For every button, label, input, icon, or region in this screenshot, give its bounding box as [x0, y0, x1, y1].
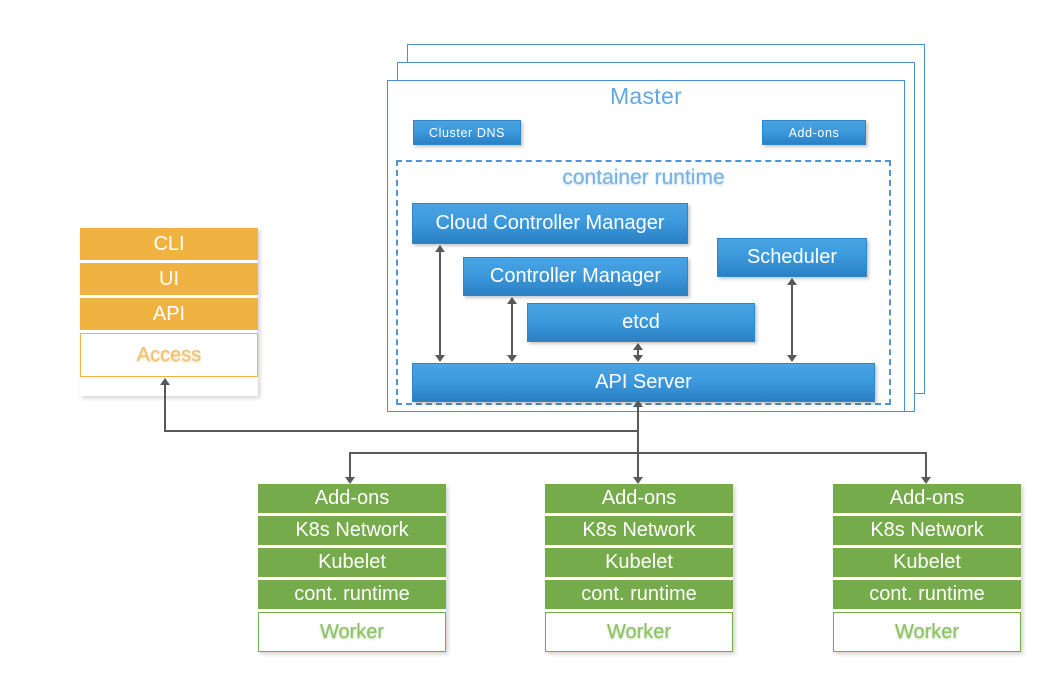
- worker-1-layer-k8s-network[interactable]: K8s Network: [258, 516, 446, 545]
- connector-access-to-apiserver: [164, 430, 639, 432]
- scheduler-box[interactable]: Scheduler: [717, 238, 867, 277]
- arrow-ccm-apiserver-head-down: [435, 355, 445, 362]
- arrow-worker2-head-down: [633, 477, 643, 484]
- container-runtime-region: [396, 160, 891, 405]
- arrow-cm-apiserver-head-down: [507, 355, 517, 362]
- arrow-access-head-up: [160, 378, 170, 385]
- arrow-access-trunk: [164, 385, 166, 431]
- arrow-scheduler-apiserver-head-up: [787, 278, 797, 285]
- worker-1-footer: Worker: [258, 612, 446, 652]
- connector-worker-bus: [350, 452, 927, 454]
- worker-3-layer-k8s-network[interactable]: K8s Network: [833, 516, 1021, 545]
- worker-1-layer-addons[interactable]: Add-ons: [258, 484, 446, 513]
- arrow-ccm-apiserver-head-up: [435, 245, 445, 252]
- arrow-scheduler-apiserver: [791, 283, 793, 358]
- worker-2-layer-cont-runtime[interactable]: cont. runtime: [545, 580, 733, 609]
- worker-3-layer-cont-runtime[interactable]: cont. runtime: [833, 580, 1021, 609]
- access-layer-ui[interactable]: UI: [80, 263, 258, 295]
- worker-2-layer-k8s-network[interactable]: K8s Network: [545, 516, 733, 545]
- worker-2-layer-kubelet[interactable]: Kubelet: [545, 548, 733, 577]
- worker-3-layer-kubelet[interactable]: Kubelet: [833, 548, 1021, 577]
- access-layer-api[interactable]: API: [80, 298, 258, 330]
- arrow-ccm-apiserver: [439, 250, 441, 358]
- worker-2-footer: Worker: [545, 612, 733, 652]
- arrow-worker1-head-down: [345, 477, 355, 484]
- worker-1-layer-kubelet[interactable]: Kubelet: [258, 548, 446, 577]
- worker-3-layer-addons[interactable]: Add-ons: [833, 484, 1021, 513]
- arrow-worker3-drop: [925, 452, 927, 482]
- api-server-box[interactable]: API Server: [412, 363, 875, 402]
- arrow-apiserver-trunk-head-up: [633, 400, 643, 407]
- worker-3-footer: Worker: [833, 612, 1021, 652]
- container-runtime-title: container runtime: [562, 166, 725, 189]
- arrow-apiserver-trunk-down: [637, 402, 639, 482]
- access-layer-cli[interactable]: CLI: [80, 228, 258, 260]
- arrow-worker3-head-down: [921, 477, 931, 484]
- arrow-etcd-apiserver: [637, 348, 639, 358]
- access-footer: Access: [80, 333, 258, 377]
- worker-1-layer-cont-runtime[interactable]: cont. runtime: [258, 580, 446, 609]
- arrow-worker1-drop: [349, 452, 351, 482]
- etcd-box[interactable]: etcd: [527, 303, 755, 342]
- arrow-scheduler-apiserver-head-down: [787, 355, 797, 362]
- arrow-cm-apiserver: [511, 302, 513, 358]
- worker-2-layer-addons[interactable]: Add-ons: [545, 484, 733, 513]
- arrow-etcd-apiserver-head-up: [633, 343, 643, 350]
- controller-manager-box[interactable]: Controller Manager: [463, 257, 688, 296]
- cluster-dns-box[interactable]: Cluster DNS: [413, 120, 521, 145]
- arrow-etcd-apiserver-head-down: [633, 355, 643, 362]
- master-title: Master: [609, 83, 683, 109]
- cloud-controller-manager-box[interactable]: Cloud Controller Manager: [412, 203, 688, 244]
- master-addons-box[interactable]: Add-ons: [762, 120, 866, 145]
- arrow-cm-apiserver-head-up: [507, 297, 517, 304]
